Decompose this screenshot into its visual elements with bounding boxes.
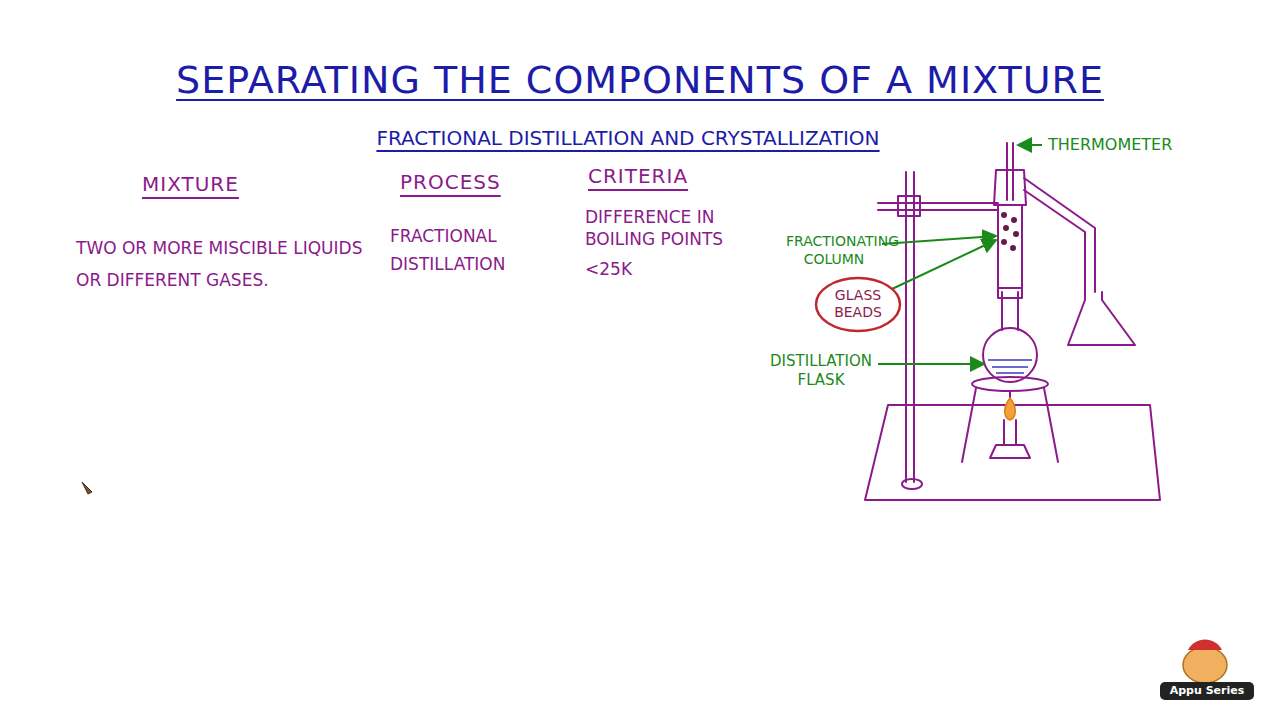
process-text: FRACTIONAL DISTILLATION [390,222,540,278]
criteria-value: <25K [585,259,632,279]
criteria-text: DIFFERENCE IN BOILING POINTS [585,206,765,250]
column-heading: CRITERIA [588,164,688,188]
watermark: Appu Series [1160,684,1254,697]
part-label: THERMOMETER [1048,135,1172,154]
part-label: FRACTIONATING COLUMN [786,232,882,268]
title: SEPARATING THE COMPONENTS OF A MIXTURE [0,58,1280,102]
column-heading: PROCESS [400,170,501,194]
ellipse-shape [816,278,900,331]
mixture-text: TWO OR MORE MISCIBLE LIQUIDS OR DIFFEREN… [76,232,366,296]
column-heading: MIXTURE [142,172,239,196]
callout-ellipse: GLASS BEADS [814,276,902,333]
part-label: DISTILLATION FLASK [766,352,876,390]
node-text: GLASS BEADS [830,287,886,321]
